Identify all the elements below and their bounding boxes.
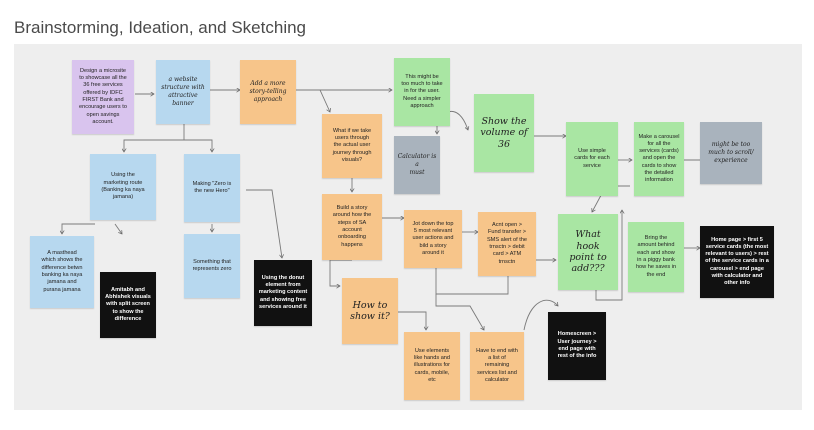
sticky-note[interactable]: Home page > first 5 service cards (the m…	[700, 226, 774, 298]
sticky-note[interactable]: Bring the amount behind each and show in…	[628, 222, 684, 292]
sticky-note[interactable]: A masthead which shows the difference be…	[30, 236, 94, 308]
sticky-note[interactable]: might be too much to scroll/ experience	[700, 122, 762, 184]
sticky-note[interactable]: Calculator is a must	[394, 136, 440, 194]
sticky-note[interactable]: Add a more story-telling approach	[240, 60, 296, 124]
sticky-note[interactable]: Amitabh and Abhishek visuals with split …	[100, 272, 156, 338]
sticky-note[interactable]: Use simple cards for each service	[566, 122, 618, 196]
sticky-note[interactable]: a website structure with attractive bann…	[156, 60, 210, 124]
sticky-note[interactable]: This might be too much to take in for th…	[394, 58, 450, 126]
sticky-note[interactable]: How to show it?	[342, 278, 398, 344]
sticky-note[interactable]: Make a carousel for all the services (ca…	[634, 122, 684, 196]
sticky-note[interactable]: Build a story around how the steps of SA…	[322, 194, 382, 260]
sticky-note[interactable]: What if we take users through the actual…	[322, 114, 382, 178]
sticky-note[interactable]: What hook point to add???	[558, 214, 618, 290]
sticky-note[interactable]: Making "Zero is the new Hero"	[184, 154, 240, 222]
sticky-note[interactable]: Use elements like hands and illustration…	[404, 332, 460, 400]
sticky-note[interactable]: Using the marketing route (Banking ka na…	[90, 154, 156, 220]
sticky-note[interactable]: Homescreen > User journey > end page wit…	[548, 312, 606, 380]
sticky-note[interactable]: Something that represents zero	[184, 234, 240, 298]
sticky-note[interactable]: Using the donut element from marketing c…	[254, 260, 312, 326]
sticky-note[interactable]: Design a microsite to showcase all the 3…	[72, 60, 134, 134]
page-title: Brainstorming, Ideation, and Sketching	[14, 18, 307, 37]
sticky-note[interactable]: Acnt open > Fund transfer > SMS alert of…	[478, 212, 536, 276]
sticky-note[interactable]: Have to end with a list of remaining ser…	[470, 332, 524, 400]
sticky-note[interactable]: Show the volume of 36	[474, 94, 534, 172]
sticky-note[interactable]: Jot down the top 5 most relevant user ac…	[404, 210, 462, 268]
